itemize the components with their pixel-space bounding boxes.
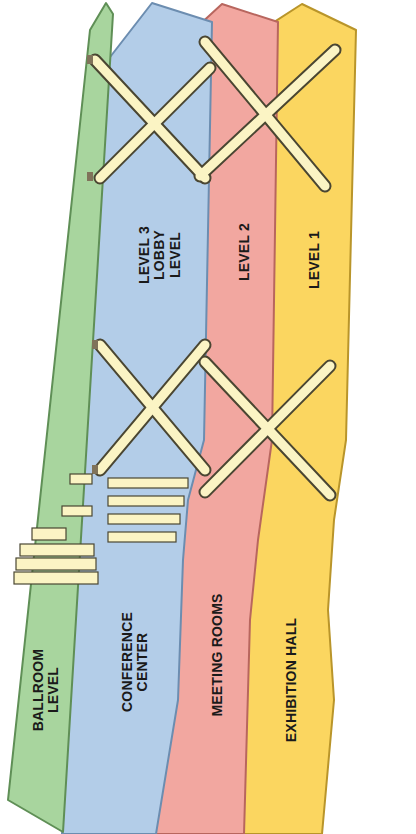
level-label: LEVEL 1 <box>307 231 322 289</box>
level-label: EXHIBITION HALL <box>284 618 299 742</box>
level-label: BALLROOM LEVEL <box>31 645 62 736</box>
level-label: LEVEL 3 LOBBY LEVEL <box>137 210 183 301</box>
level-label: MEETING ROOMS <box>210 593 225 716</box>
level-panel: BALLROOM LEVEL <box>8 3 113 832</box>
level-label: CONFERENCE CENTER <box>120 610 151 715</box>
panel-shape <box>8 3 113 832</box>
level-label: LEVEL 2 <box>237 223 252 281</box>
